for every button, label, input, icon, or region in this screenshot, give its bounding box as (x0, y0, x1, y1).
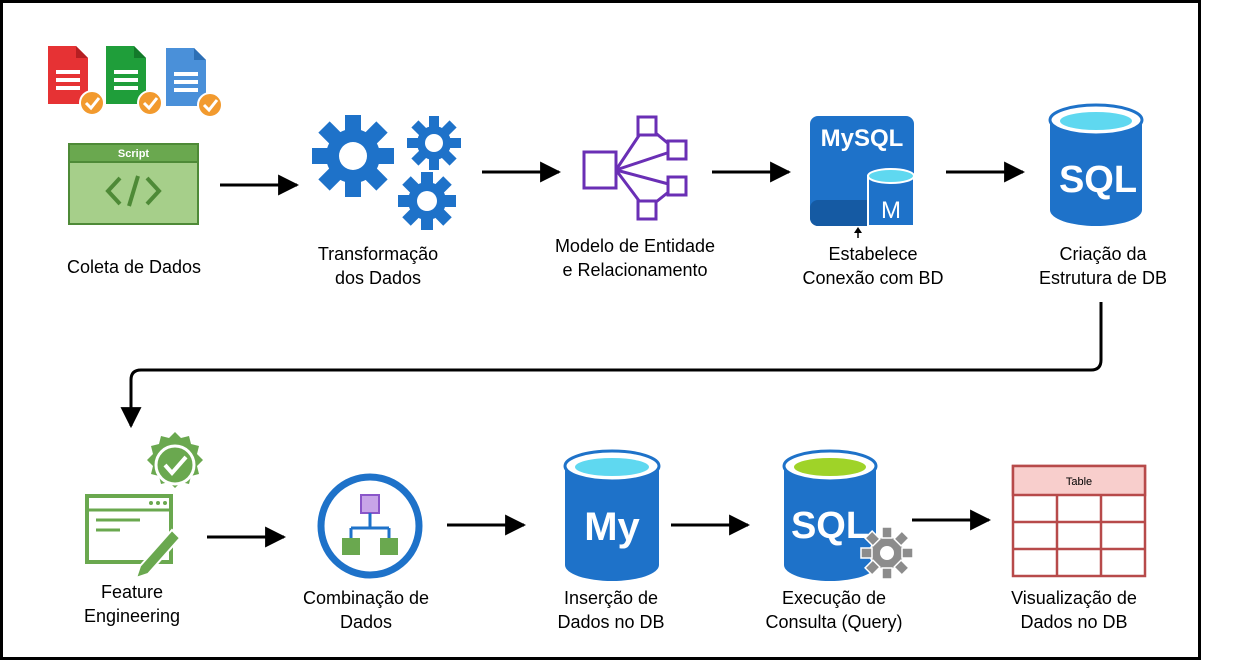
label-visualizacao-line1: Visualização de (1011, 588, 1137, 608)
label-combinacao-line1: Combinação de (302, 588, 430, 608)
label-estrutura-line1: Criação da (1059, 244, 1147, 264)
label-visualizacao-line2: Dados no DB (1020, 612, 1128, 632)
label-feature-line2: Engineering (83, 606, 181, 626)
gears-icon (312, 115, 461, 230)
label-execucao: Execução de Consulta (Query) (765, 586, 902, 634)
label-conexao-line2: Conexão com BD (802, 268, 944, 288)
blue-document-check-icon (166, 48, 223, 118)
label-feature: Feature Engineering (84, 580, 180, 628)
label-modelo: Modelo de Entidade e Relacionamento (555, 234, 715, 282)
label-insercao-line2: Dados no DB (557, 612, 665, 632)
small-connection-arrow (854, 227, 862, 238)
mysql-db-label: My (584, 505, 640, 549)
mysql-db-letter: M (881, 197, 901, 224)
diagram-frame (0, 0, 1201, 660)
label-transformacao: Transformação dos Dados (318, 242, 438, 290)
label-conexao-line1: Estabelece (828, 244, 918, 264)
sql-query-gear-icon: SQL (782, 449, 914, 581)
label-insercao-line1: Inserção de (563, 588, 659, 608)
label-execucao-line1: Execução de (781, 588, 887, 608)
sql-db-label: SQL (1059, 159, 1137, 201)
label-conexao: Estabelece Conexão com BD (802, 242, 943, 290)
script-code-icon: Script (68, 143, 199, 225)
table-icon: Table (1011, 464, 1147, 578)
label-coleta: Coleta de Dados (67, 255, 201, 279)
label-visualizacao: Visualização de Dados no DB (1011, 586, 1137, 634)
script-title: Script (118, 148, 150, 160)
feature-engineering-icon (85, 432, 203, 580)
label-estrutura-line2: Estrutura de DB (1038, 268, 1168, 288)
sql-database-icon: SQL (1048, 103, 1144, 226)
label-insercao: Inserção de Dados no DB (557, 586, 664, 634)
red-document-check-icon (48, 46, 105, 116)
workflow-icon (317, 473, 423, 579)
mysql-database-icon: My (563, 449, 661, 581)
label-transformacao-line1: Transformação (317, 244, 439, 264)
label-modelo-line1: Modelo de Entidade (554, 236, 716, 256)
label-execucao-line2: Consulta (Query) (765, 612, 903, 632)
label-coleta-line1: Coleta de Dados (66, 257, 202, 277)
label-feature-line1: Feature (100, 582, 164, 602)
mysql-server-icon: MySQL M (810, 116, 915, 227)
green-document-check-icon (106, 46, 163, 116)
table-title: Table (1066, 476, 1092, 488)
label-modelo-line2: e Relacionamento (562, 260, 708, 280)
label-transformacao-line2: dos Dados (334, 268, 422, 288)
entity-relationship-icon (582, 115, 688, 221)
arrow-estrutura-feature (120, 302, 1103, 429)
label-estrutura: Criação da Estrutura de DB (1039, 242, 1167, 290)
flow-arrows (120, 161, 1103, 548)
sql-query-label: SQL (791, 505, 869, 547)
label-combinacao-line2: Dados (339, 612, 393, 632)
label-combinacao: Combinação de Dados (303, 586, 429, 634)
mysql-server-label: MySQL (821, 125, 904, 152)
